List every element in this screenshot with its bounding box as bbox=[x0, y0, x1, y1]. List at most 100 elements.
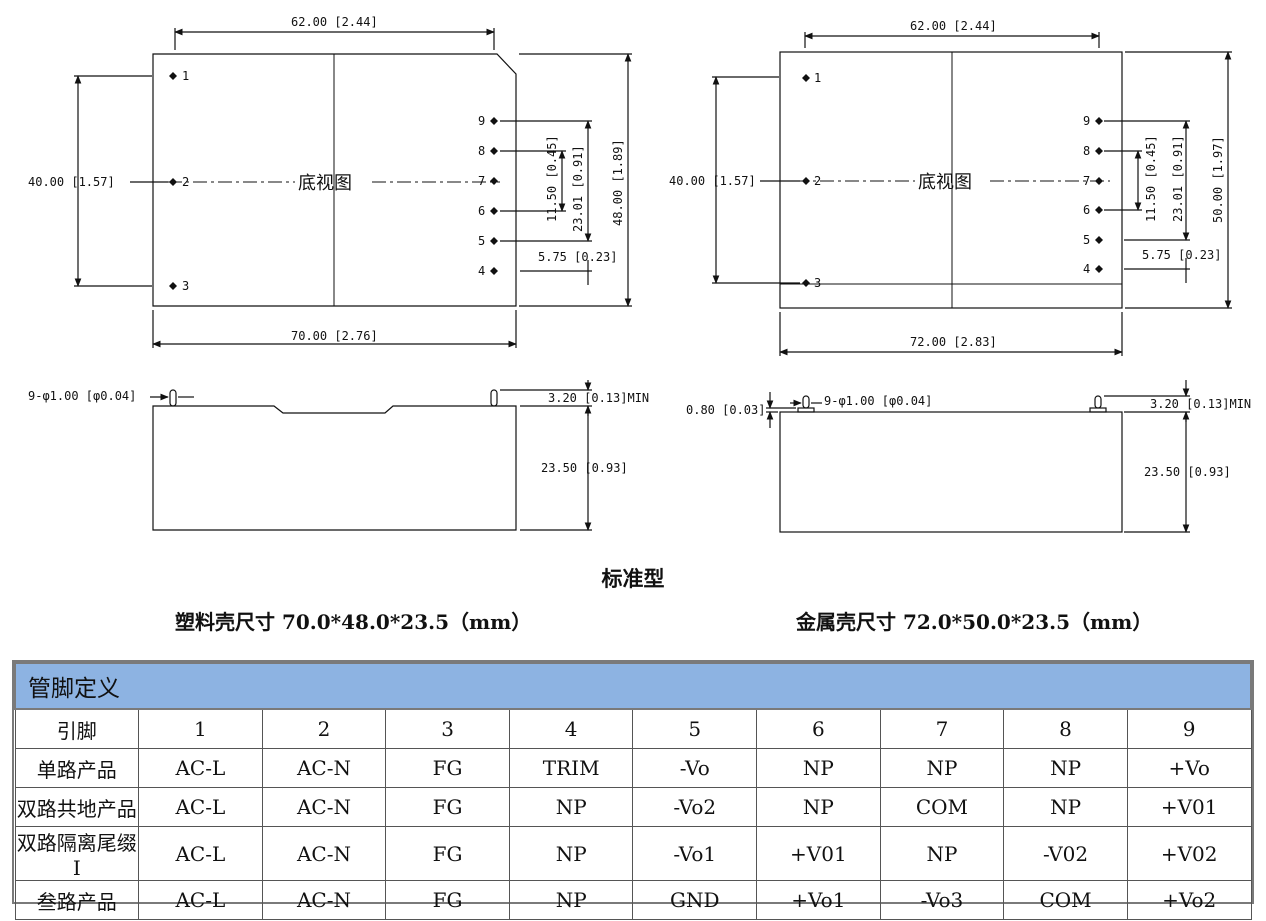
pin-number: 4 bbox=[478, 264, 485, 278]
plastic-bottom-view: 1 2 3 9 8 7 6 5 4 底视图 62.00 [2.44] 40.00… bbox=[28, 15, 632, 348]
dim-pin-len: 3.20 [0.13]MIN bbox=[1150, 397, 1251, 411]
pin-number: 2 bbox=[814, 174, 821, 188]
table-header-row: 引脚 1 2 3 4 5 6 7 8 9 bbox=[14, 708, 1252, 749]
pin-number: 9 bbox=[478, 114, 485, 128]
dim-pin-dia: 9-φ1.00 [φ0.04] bbox=[824, 394, 932, 408]
pin-marker bbox=[490, 237, 498, 245]
pin-number: 3 bbox=[182, 279, 189, 293]
table-cell: AC-N bbox=[261, 787, 387, 827]
dim-height: 50.00 [1.97] bbox=[1211, 136, 1225, 223]
pin-marker bbox=[1095, 236, 1103, 244]
header-cell: 6 bbox=[756, 708, 881, 749]
dim-pin-len: 3.20 [0.13]MIN bbox=[548, 391, 649, 405]
pin-number: 7 bbox=[478, 174, 485, 188]
pin-number: 8 bbox=[478, 144, 485, 158]
header-cell: 引脚 bbox=[14, 708, 140, 749]
table-cell: AC-L bbox=[138, 826, 263, 881]
pin-number: 6 bbox=[1083, 203, 1090, 217]
pin-marker bbox=[490, 267, 498, 275]
table-cell: NP bbox=[1003, 787, 1128, 827]
header-cell: 4 bbox=[508, 708, 634, 749]
table-title: 管脚定义 bbox=[14, 662, 1252, 710]
pin-marker bbox=[169, 178, 177, 186]
view-label: 底视图 bbox=[298, 173, 352, 194]
table-cell: GND bbox=[632, 880, 758, 920]
pin-definition-table: 管脚定义 引脚 1 2 3 4 5 6 7 8 9 单路产品 AC-L AC-N… bbox=[12, 660, 1254, 920]
table-cell: +Vo1 bbox=[756, 880, 881, 920]
view-label: 底视图 bbox=[918, 172, 972, 193]
pin-marker bbox=[169, 282, 177, 290]
table-cell: AC-L bbox=[138, 787, 263, 827]
table-cell: -Vo bbox=[632, 748, 758, 788]
table-cell: TRIM bbox=[508, 748, 634, 788]
pin-marker bbox=[802, 279, 810, 287]
table-cell: +V01 bbox=[1126, 787, 1252, 827]
table-cell: NP bbox=[756, 748, 881, 788]
table-cell: -Vo2 bbox=[632, 787, 758, 827]
pin-number: 6 bbox=[478, 204, 485, 218]
metal-bottom-view: 1 2 3 9 8 7 6 5 4 底视图 62.00 [2.44] 40.00… bbox=[669, 19, 1232, 356]
pin-marker bbox=[490, 117, 498, 125]
header-cell: 1 bbox=[138, 708, 263, 749]
table-cell: NP bbox=[756, 787, 881, 827]
table-cell: NP bbox=[508, 826, 634, 881]
table-cell: FG bbox=[385, 748, 510, 788]
plastic-side-view: 9-φ1.00 [φ0.04] 3.20 [0.13]MIN 23.50 [0.… bbox=[28, 380, 649, 531]
header-cell: 5 bbox=[632, 708, 758, 749]
table-cell: +V02 bbox=[1126, 826, 1252, 881]
table-cell: FG bbox=[385, 826, 510, 881]
header-cell: 9 bbox=[1126, 708, 1252, 749]
pin-marker bbox=[490, 177, 498, 185]
dim-11-50: 11.50 [0.45] bbox=[545, 135, 559, 222]
dim-top-width: 62.00 [2.44] bbox=[291, 15, 378, 29]
dim-bottom-width: 70.00 [2.76] bbox=[291, 329, 378, 343]
pin-marker bbox=[802, 74, 810, 82]
pin-marker bbox=[1095, 177, 1103, 185]
row-label: 叁路产品 bbox=[14, 880, 140, 920]
table-cell: AC-N bbox=[261, 880, 387, 920]
mechanical-drawing: 1 2 3 9 8 7 6 5 4 底视图 62.00 [2.44] 40.00… bbox=[28, 15, 1251, 533]
pin-number: 5 bbox=[1083, 233, 1090, 247]
table-cell: -Vo1 bbox=[632, 826, 758, 881]
dim-top-width: 62.00 [2.44] bbox=[910, 19, 997, 33]
table-cell: AC-N bbox=[261, 826, 387, 881]
pin-number: 5 bbox=[478, 234, 485, 248]
pin-marker bbox=[490, 207, 498, 215]
dim-left-span: 40.00 [1.57] bbox=[28, 175, 115, 189]
dim-body-height: 23.50 [0.93] bbox=[1144, 465, 1231, 479]
row-label: 双路共地产品 bbox=[14, 787, 140, 827]
pin-number: 7 bbox=[1083, 174, 1090, 188]
caption-standard: 标准型 bbox=[601, 566, 665, 591]
table-cell: NP bbox=[879, 748, 1005, 788]
dim-standoff: 0.80 [0.03] bbox=[686, 403, 765, 417]
dim-left-span: 40.00 [1.57] bbox=[669, 174, 756, 188]
dim-bottom-width: 72.00 [2.83] bbox=[910, 335, 997, 349]
pin-marker bbox=[1095, 117, 1103, 125]
table-cell: +Vo2 bbox=[1126, 880, 1252, 920]
pin-marker bbox=[1095, 147, 1103, 155]
pin-marker bbox=[169, 72, 177, 80]
table-row: 叁路产品 AC-L AC-N FG NP GND +Vo1 -Vo3 COM +… bbox=[14, 880, 1252, 920]
table-cell: COM bbox=[1003, 880, 1128, 920]
header-cell: 8 bbox=[1003, 708, 1128, 749]
table-cell: NP bbox=[1003, 748, 1128, 788]
table-cell: +V01 bbox=[756, 826, 881, 881]
dim-23-01: 23.01 [0.91] bbox=[1171, 135, 1185, 222]
dim-body-height: 23.50 [0.93] bbox=[541, 461, 628, 475]
row-label: 单路产品 bbox=[14, 748, 140, 788]
dim-height: 48.00 [1.89] bbox=[611, 139, 625, 226]
table-cell: AC-L bbox=[138, 880, 263, 920]
table-cell: FG bbox=[385, 880, 510, 920]
dim-pin-dia: 9-φ1.00 [φ0.04] bbox=[28, 389, 136, 403]
pin-number: 1 bbox=[182, 69, 189, 83]
table-cell: +Vo bbox=[1126, 748, 1252, 788]
pin-number: 9 bbox=[1083, 114, 1090, 128]
metal-side-view: 0.80 [0.03] 9-φ1.00 [φ0.04] 3.20 [0.13]M… bbox=[686, 380, 1251, 533]
header-cell: 2 bbox=[261, 708, 387, 749]
dim-23-01: 23.01 [0.91] bbox=[571, 145, 585, 232]
pin-marker bbox=[802, 177, 810, 185]
pin-marker bbox=[1095, 206, 1103, 214]
table-cell: AC-L bbox=[138, 748, 263, 788]
dim-offset: 5.75 [0.23] bbox=[1142, 248, 1221, 262]
pin-number: 1 bbox=[814, 71, 821, 85]
